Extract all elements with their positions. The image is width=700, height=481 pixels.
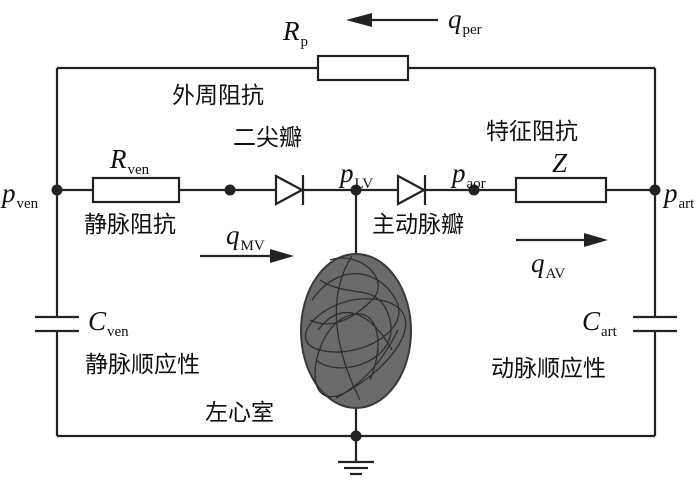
mitral-diode xyxy=(274,174,305,206)
label-left-ventricle: 左心室 xyxy=(205,400,274,426)
symbol-c-art-main: C xyxy=(582,306,601,336)
symbol-r-ven: Rven xyxy=(110,146,149,178)
symbol-q-per-main: q xyxy=(448,4,462,34)
resistor-rven xyxy=(91,176,181,204)
symbol-q-av-sub: AV xyxy=(545,266,566,282)
symbol-c-ven-sub: ven xyxy=(107,324,129,340)
symbol-p-art-sub: art xyxy=(678,196,695,212)
symbol-p-art: part xyxy=(664,180,694,212)
label-venous-compliance: 静脉顺应性 xyxy=(85,352,200,378)
symbol-q-mv-main: q xyxy=(226,220,240,250)
symbol-p-lv-main: p xyxy=(340,158,354,188)
node-p-lv xyxy=(350,184,362,196)
symbol-p-lv: pLV xyxy=(340,160,373,192)
symbol-q-mv: qMV xyxy=(226,222,265,254)
arrow-q-per xyxy=(346,13,438,27)
symbol-c-art: Cart xyxy=(582,308,617,340)
symbol-p-ven: pven xyxy=(2,180,38,212)
symbol-p-art-main: p xyxy=(664,178,678,208)
node-p-aor xyxy=(468,184,480,196)
symbol-p-ven-sub: ven xyxy=(16,196,39,212)
symbol-c-ven: Cven xyxy=(88,308,129,340)
symbol-r-p: Rp xyxy=(283,18,308,50)
arrow-q-av xyxy=(516,233,608,247)
label-venous-resistance: 静脉阻抗 xyxy=(84,212,176,238)
symbol-r-p-sub: p xyxy=(300,34,309,50)
resistor-rp xyxy=(316,54,410,82)
symbol-r-ven-sub: ven xyxy=(127,162,150,178)
symbol-p-aor-sub: aor xyxy=(466,176,486,192)
node-mitral-in xyxy=(224,184,236,196)
symbol-z: Z xyxy=(552,148,568,178)
symbol-q-av: qAV xyxy=(531,250,565,282)
symbol-p-lv-sub: LV xyxy=(354,176,374,192)
symbol-r-p-main: R xyxy=(283,16,300,46)
aortic-diode xyxy=(396,174,427,206)
symbol-p-aor: paor xyxy=(452,160,486,192)
arrow-q-mv xyxy=(200,249,294,263)
resistor-z xyxy=(514,176,608,204)
symbol-r-ven-main: R xyxy=(110,144,127,174)
symbol-q-per-sub: per xyxy=(462,22,482,38)
left-ventricle-blob xyxy=(300,253,412,409)
symbol-c-ven-main: C xyxy=(88,306,107,336)
symbol-c-art-sub: art xyxy=(601,324,617,340)
symbol-p-ven-main: p xyxy=(2,178,16,208)
symbol-q-mv-sub: MV xyxy=(240,238,265,254)
node-p-art xyxy=(649,184,661,196)
label-characteristic-impedance: 特征阻抗 xyxy=(486,119,578,145)
symbol-p-aor-main: p xyxy=(452,158,466,188)
label-arterial-compliance: 动脉顺应性 xyxy=(491,356,606,382)
symbol-q-av-main: q xyxy=(531,248,545,278)
label-mitral-valve: 二尖瓣 xyxy=(233,125,302,151)
node-ground xyxy=(350,430,362,442)
symbol-q-per: qper xyxy=(448,6,482,38)
label-aortic-valve: 主动脉瓣 xyxy=(372,212,464,238)
node-p-ven xyxy=(51,184,63,196)
label-peripheral-impedance: 外周阻抗 xyxy=(172,83,264,109)
